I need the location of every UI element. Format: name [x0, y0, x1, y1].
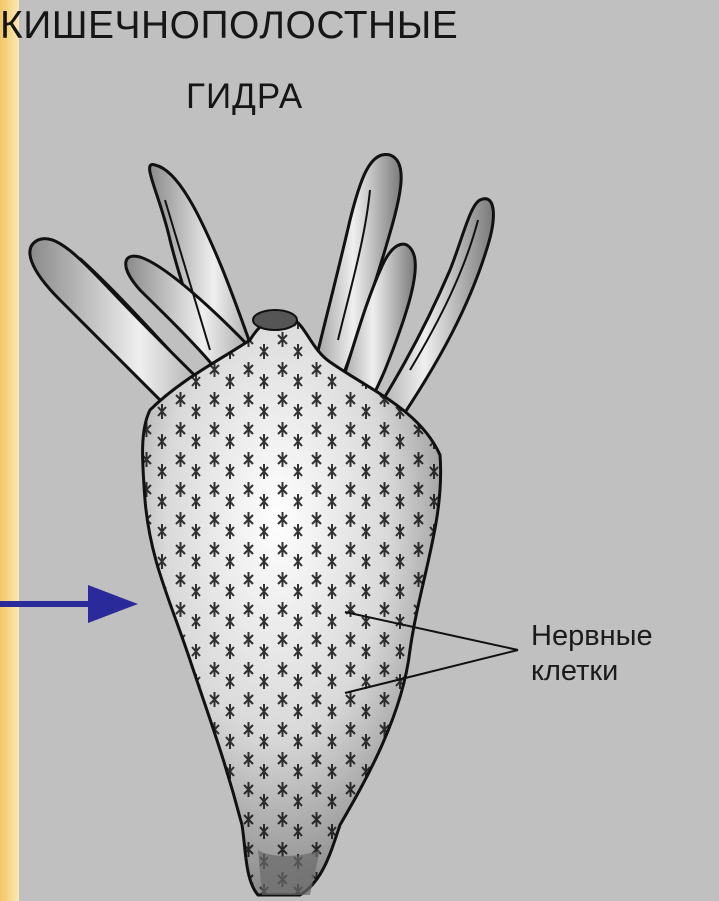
hypostome	[253, 310, 297, 330]
right-arrow-icon	[0, 585, 138, 623]
callout-label-line1: Нервные	[531, 622, 653, 651]
callout-label-line2: клетки	[531, 657, 618, 686]
basal-disc	[258, 850, 320, 895]
